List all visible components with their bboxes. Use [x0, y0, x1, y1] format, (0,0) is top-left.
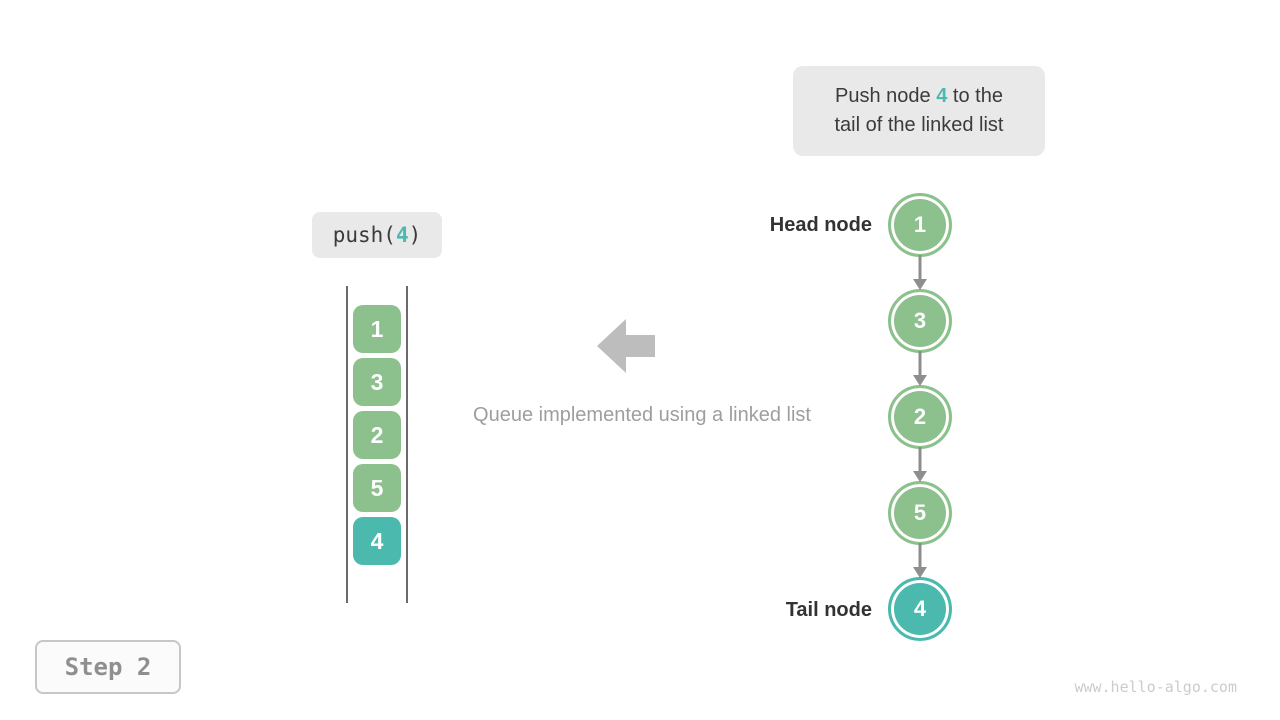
callout-text: to the [947, 85, 1003, 107]
watermark: www.hello-algo.com [1074, 678, 1237, 696]
callout-push-node: Push node 4 to the tail of the linked li… [793, 66, 1045, 156]
queue-item: 1 [353, 305, 401, 353]
callout-line-2: tail of the linked list [834, 114, 1004, 136]
down-arrow-icon [888, 257, 952, 289]
list-node: 1 [888, 193, 952, 257]
list-node: 2 [888, 385, 952, 449]
down-arrow-icon [888, 353, 952, 385]
push-operation-label: push(4) [312, 212, 442, 258]
queue-item: 5 [353, 464, 401, 512]
list-node: 3 [888, 289, 952, 353]
down-arrow-icon [888, 449, 952, 481]
left-arrow-icon [597, 319, 655, 373]
queue-container: 1 3 2 5 4 [346, 286, 408, 603]
push-label-text: ) [408, 223, 422, 247]
callout-text: Push node [835, 85, 937, 107]
queue-item-highlighted: 4 [353, 517, 401, 565]
tail-node-label: Tail node [785, 599, 872, 621]
head-node-label: Head node [769, 214, 872, 236]
callout-highlight-value: 4 [936, 85, 948, 107]
step-badge: Step 2 [35, 640, 181, 694]
linked-list: 1 3 2 5 4 [888, 193, 952, 641]
list-node-highlighted: 4 [888, 577, 952, 641]
diagram-caption: Queue implemented using a linked list [473, 404, 811, 426]
push-label-text: push( [332, 223, 396, 247]
queue-item: 2 [353, 411, 401, 459]
down-arrow-icon [888, 545, 952, 577]
push-label-arg: 4 [395, 223, 409, 247]
queue-item: 3 [353, 358, 401, 406]
list-node: 5 [888, 481, 952, 545]
callout-line-1: Push node 4 to the [835, 82, 1003, 111]
